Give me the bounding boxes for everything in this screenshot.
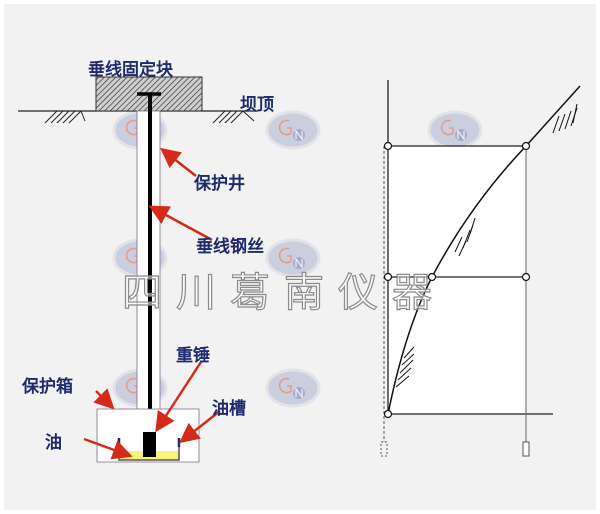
label-plumb-wire: 垂线钢丝 <box>196 236 264 257</box>
label-protection-box: 保护箱 <box>21 376 73 397</box>
watermark-text: 四川葛南仪器 <box>122 270 446 316</box>
weight <box>143 432 156 457</box>
label-protection-well: 保护井 <box>193 173 245 194</box>
label-weight: 重锤 <box>176 345 210 366</box>
ground-hatch-left <box>44 110 86 124</box>
label-oil-tank: 油槽 <box>212 398 246 419</box>
slope-hatches <box>395 103 578 388</box>
right-diagram <box>380 80 581 457</box>
joints <box>383 141 531 419</box>
left-diagram: 垂线固定块 坝顶 保护井 垂线钢丝 重锤 保护箱 油槽 油 <box>18 59 274 463</box>
label-oil: 油 <box>45 432 62 453</box>
ground-hatch-right <box>212 110 255 124</box>
arrows <box>83 147 221 460</box>
label-dam-crest: 坝顶 <box>240 95 274 115</box>
frame-fill <box>388 146 526 414</box>
label-anchor-block: 垂线固定块 <box>88 59 174 80</box>
